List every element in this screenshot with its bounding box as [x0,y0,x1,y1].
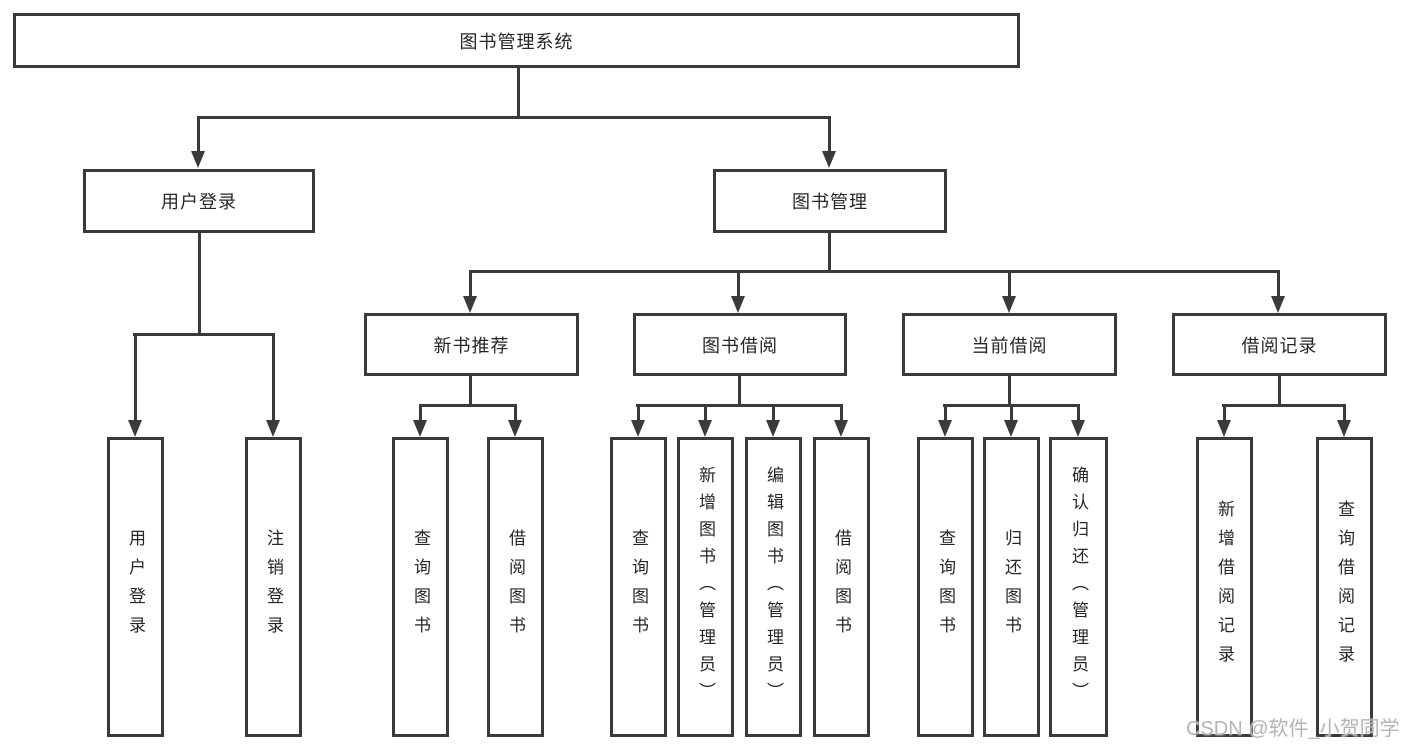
leaf-add-borrow-record-label: 新增借阅记录 [1215,500,1234,674]
watermark: CSDN @软件_小贺同学 [1186,718,1400,740]
connector-vline [1222,404,1226,423]
connector-vline [736,270,740,299]
connector-hline [197,116,830,119]
connector-vline [1076,404,1080,423]
connector-vline [1277,376,1281,406]
leaf-query-books-1-label: 查询图书 [411,529,430,645]
arrow-down-icon [1071,420,1085,437]
leaf-user-login: 用户登录 [107,437,164,737]
connector-vline [418,404,422,423]
arrow-down-icon [822,151,836,168]
connector-vline [1009,404,1013,423]
connector-vline [468,376,472,406]
connector-vline [827,233,831,273]
arrow-down-icon [413,420,427,437]
leaf-borrow-books-1-label: 借阅图书 [506,529,525,645]
connector-vline [133,333,137,423]
leaf-confirm-return-admin-label: 确认归还（管理员） [1069,465,1088,709]
connector-vline [1342,404,1346,423]
arrow-down-icon [731,296,745,313]
leaf-confirm-return-admin: 确认归还（管理员） [1049,437,1108,737]
arrow-down-icon [631,420,645,437]
arrow-down-icon [1217,420,1231,437]
node-book-management: 图书管理 [713,169,947,233]
arrow-down-icon [1004,420,1018,437]
arrow-down-icon [128,420,142,437]
arrow-down-icon [1002,296,1016,313]
leaf-return-books: 归还图书 [983,437,1040,737]
connector-vline [1007,376,1011,406]
connector-vline [1276,270,1280,299]
leaf-borrow-books-1: 借阅图书 [487,437,544,737]
node-book-borrowing: 图书借阅 [633,313,847,376]
arrow-down-icon [508,420,522,437]
connector-vline [271,333,275,423]
node-root-label: 图书管理系统 [459,31,574,52]
leaf-add-book-admin: 新增图书（管理员） [677,437,734,737]
connector-hline [1222,404,1346,407]
node-book-management-label: 图书管理 [792,192,868,212]
connector-hline [419,404,517,407]
arrow-down-icon [698,420,712,437]
node-user-login: 用户登录 [83,169,315,233]
leaf-logout-label: 注销登录 [264,529,283,645]
connector-vline [636,404,640,423]
leaf-return-books-label: 归还图书 [1002,529,1021,645]
node-root: 图书管理系统 [13,13,1020,68]
connector-vline [839,404,843,423]
connector-hline [469,270,1280,273]
node-borrow-records: 借阅记录 [1172,313,1387,376]
node-user-login-label: 用户登录 [161,192,237,212]
leaf-query-books-2-label: 查询图书 [629,529,648,645]
leaf-query-borrow-record: 查询借阅记录 [1316,437,1373,737]
leaf-add-borrow-record: 新增借阅记录 [1196,437,1253,737]
arrow-down-icon [834,420,848,437]
arrow-down-icon [1337,420,1351,437]
leaf-query-borrow-record-label: 查询借阅记录 [1335,500,1354,674]
leaf-query-books-1: 查询图书 [392,437,449,737]
arrow-down-icon [191,151,205,168]
arrow-down-icon [938,420,952,437]
connector-vline [196,116,200,153]
connector-vline [513,404,517,423]
connector-hline [636,404,843,407]
connector-vline [468,270,472,299]
leaf-query-books-2: 查询图书 [610,437,667,737]
arrow-down-icon [1271,296,1285,313]
connector-vline [703,404,707,423]
node-borrow-records-label: 借阅记录 [1241,335,1318,356]
leaf-query-books-3: 查询图书 [917,437,974,737]
leaf-add-book-admin-label: 新增图书（管理员） [696,465,715,709]
leaf-edit-book-admin: 编辑图书（管理员） [745,437,802,737]
connector-vline [197,233,201,336]
leaf-edit-book-admin-label: 编辑图书（管理员） [764,465,783,709]
node-current-borrowing-label: 当前借阅 [971,335,1048,356]
connector-vline [517,68,520,118]
connector-vline [737,376,741,406]
leaf-query-books-3-label: 查询图书 [936,529,955,645]
connector-vline [827,116,831,153]
node-new-book-recommendation: 新书推荐 [364,313,579,376]
arrow-down-icon [266,420,280,437]
leaf-borrow-books-2-label: 借阅图书 [832,529,851,645]
node-book-borrowing-label: 图书借阅 [702,335,778,356]
connector-vline [943,404,947,423]
arrow-down-icon [463,296,477,313]
leaf-borrow-books-2: 借阅图书 [813,437,870,737]
node-new-book-recommendation-label: 新书推荐 [433,335,510,356]
connector-vline [771,404,775,423]
connector-vline [1007,270,1011,299]
node-current-borrowing: 当前借阅 [902,313,1117,376]
connector-hline [133,333,275,336]
arrow-down-icon [766,420,780,437]
leaf-logout: 注销登录 [245,437,302,737]
leaf-user-login-label: 用户登录 [126,529,145,645]
